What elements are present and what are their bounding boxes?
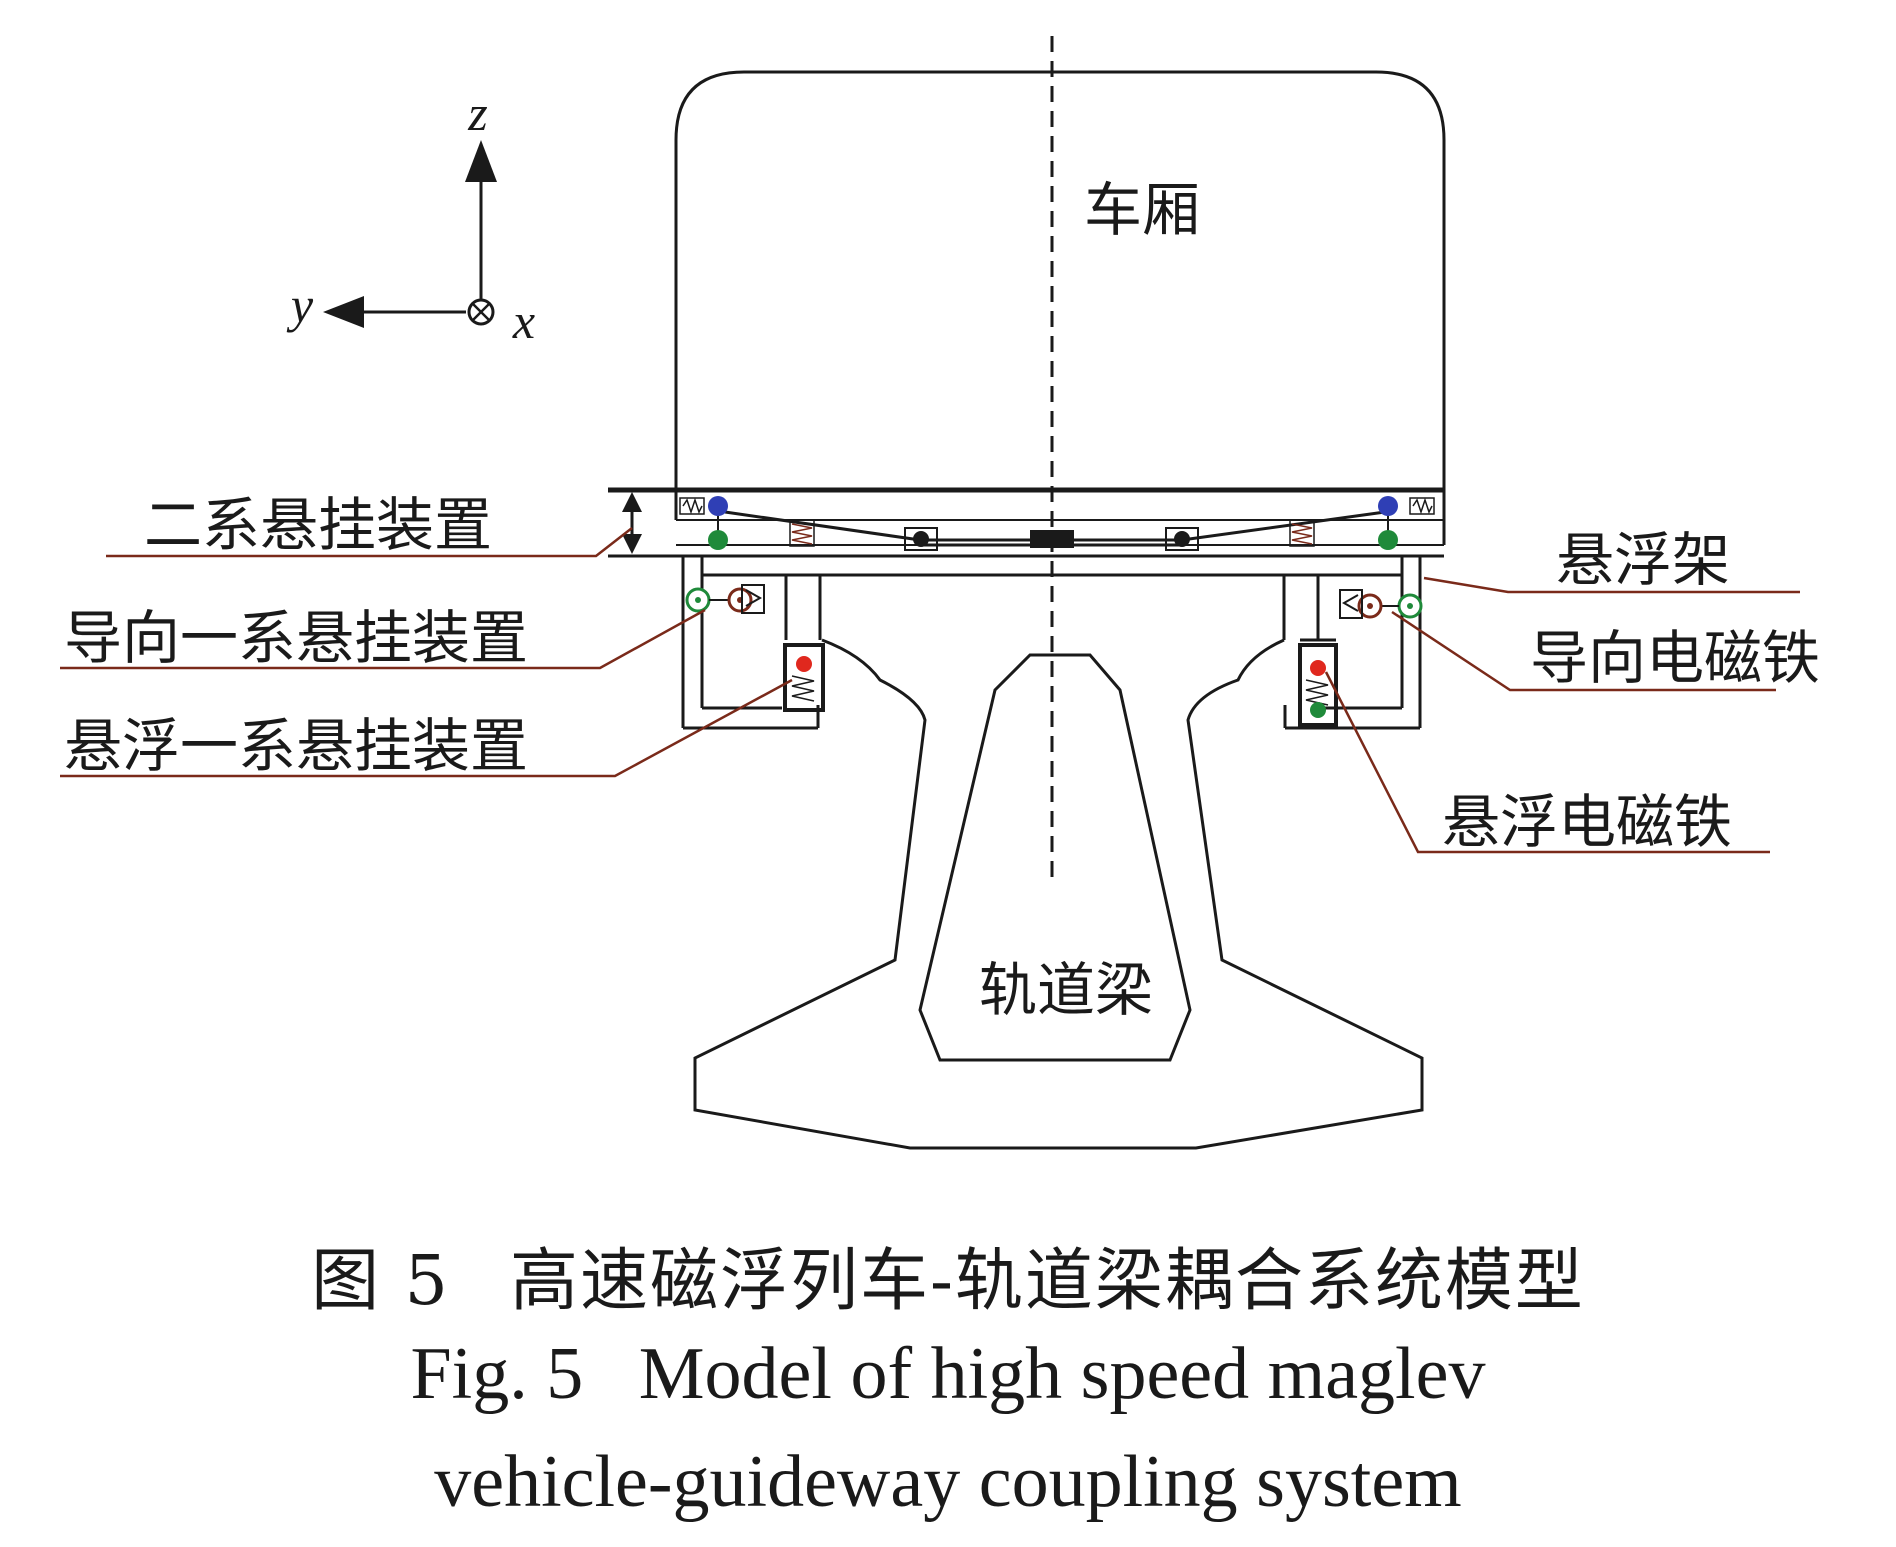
guide-suspension-right [1339, 589, 1423, 619]
axis-y-label: y [286, 277, 314, 333]
figure-caption-en-line1: Fig. 5 Model of high speed maglev [410, 1333, 1486, 1415]
axis-z-label: z [467, 85, 487, 141]
levitation-suspension-right [1298, 638, 1338, 727]
figure-caption-cn: 图 5 高速磁浮列车-轨道梁耦合系统模型 [0, 1225, 1896, 1324]
figure-number-cn: 图 5 [311, 1242, 450, 1321]
guideway-beam-outline [693, 638, 1424, 1150]
guideway-beam-inner [918, 653, 1192, 1062]
figure-title-cn: 高速磁浮列车-轨道梁耦合系统模型 [509, 1242, 1585, 1321]
label-levitation-electromagnet: 悬浮电磁铁 [1442, 788, 1732, 856]
label-levitation-frame: 悬浮架 [1556, 526, 1730, 594]
levitation-suspension-left [783, 643, 825, 712]
guide-suspension-left [685, 584, 765, 614]
guideway-beam-label: 轨道梁 [979, 956, 1153, 1024]
label-guide-primary-suspension: 导向一系悬挂装置 [64, 604, 528, 672]
label-guide-electromagnet: 导向电磁铁 [1530, 624, 1820, 692]
label-levitation-primary-suspension: 悬浮一系悬挂装置 [64, 712, 528, 780]
axis-x-label: x [512, 293, 535, 349]
coordinate-axes: z y x [286, 85, 535, 349]
figure-caption-en-line2: vehicle-guideway coupling system [434, 1441, 1462, 1523]
car-body-outline [674, 70, 1446, 545]
car-body-label: 车厢 [1084, 176, 1200, 244]
label-secondary-suspension: 二系悬挂装置 [144, 491, 492, 559]
secondary-suspension [608, 487, 1444, 558]
leader-lines [60, 527, 1800, 854]
maglev-model-diagram: 车厢 z y x [60, 36, 1820, 1150]
